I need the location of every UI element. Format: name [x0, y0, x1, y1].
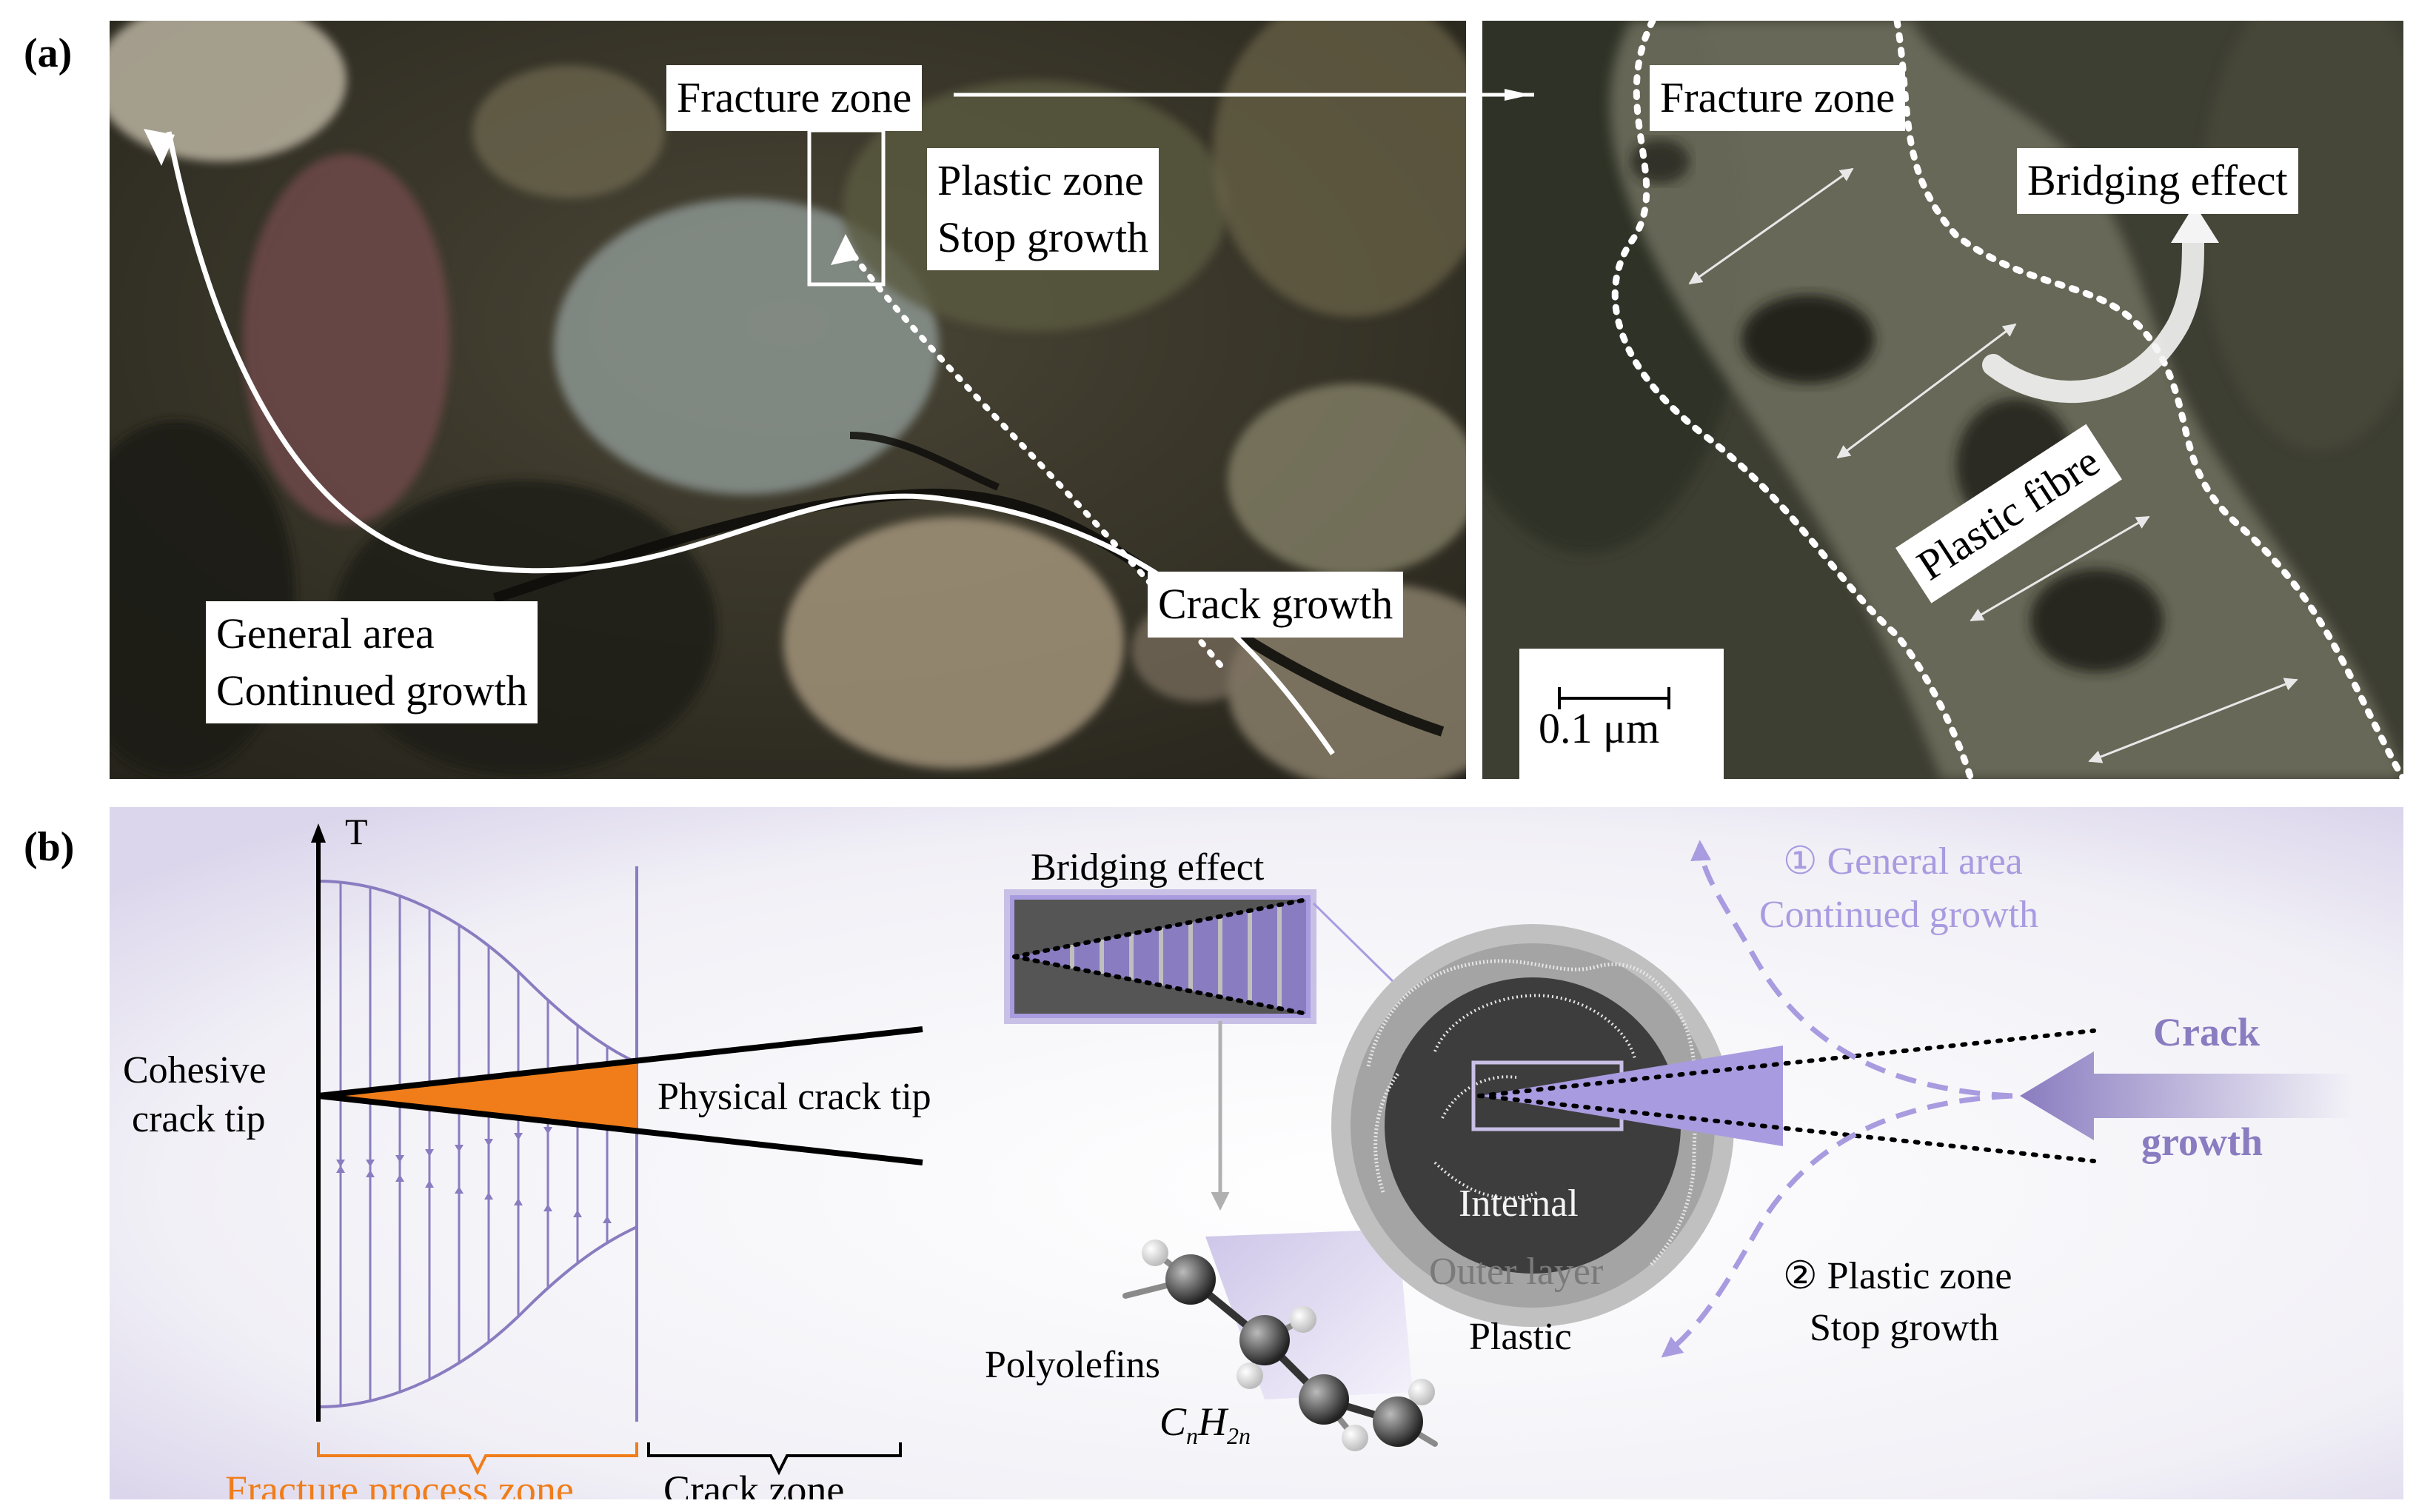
- plastic-label: Plastic: [1469, 1316, 1572, 1358]
- fracture-process-zone-label: Fracture process zone: [225, 1468, 574, 1499]
- formula-label: CnH2n: [1160, 1399, 1251, 1449]
- t-axis-label: T: [345, 811, 368, 852]
- bridging-effect-label: Bridging effect: [2017, 148, 2298, 214]
- left-micrograph-image: [110, 21, 1466, 779]
- panel-b-diagram: T Cohesive crack tip δc Physical crack t…: [110, 807, 2403, 1512]
- crack-growth-label: Crack growth: [1148, 572, 1404, 638]
- panel-a-label: (a): [24, 30, 73, 76]
- general-area-b-label-2: Continued growth: [1759, 894, 2038, 936]
- fibre-orientation-arrow-4: [2088, 678, 2298, 763]
- cohesive-zone-model: [311, 823, 923, 1476]
- crack-label: Crack: [2153, 1010, 2260, 1054]
- fibre-orientation-arrow-2: [1836, 323, 2017, 459]
- general-area-text: General area: [216, 609, 435, 658]
- cohesive-tip-label-1: Cohesive: [123, 1049, 267, 1091]
- plastic-zone-b-label-2: Stop growth: [1810, 1307, 1999, 1349]
- scale-bar-text: 0.1 μm: [1539, 704, 1660, 752]
- stop-growth-text: Stop growth: [937, 213, 1149, 261]
- plastic-zone-text: Plastic zone: [937, 156, 1144, 204]
- bridging-arrowhead: [2171, 204, 2219, 243]
- left-fracture-zone-label: Fracture zone: [666, 65, 923, 131]
- stop-growth-arrowhead: [831, 234, 859, 265]
- right-micrograph-image: [1482, 21, 2403, 779]
- fracture-process-zone-wedge: [318, 1063, 637, 1129]
- bridging-curved-arrow: [1982, 232, 2204, 404]
- fracture-process-zone-brace: [317, 1442, 638, 1476]
- fibre-boundary-right: [1893, 21, 2403, 779]
- crack-wedge: [1477, 840, 2353, 1358]
- plastic-zone-label: Plastic zone Stop growth: [927, 148, 1160, 271]
- physical-tip-label: Physical crack tip: [657, 1076, 931, 1118]
- panel-b-label: (b): [24, 824, 75, 870]
- crack-growth-arrow: [2020, 1051, 2353, 1140]
- general-area-b-label-1: ① General area: [1783, 840, 2023, 883]
- polyolefins-label: Polyolefins: [985, 1344, 1160, 1386]
- crack-zone-label: Crack zone: [663, 1468, 844, 1499]
- stop-growth-dashed-path: [1661, 1093, 2013, 1358]
- continued-growth-arrowhead: [144, 129, 175, 166]
- delta-c-label: δc: [588, 1079, 614, 1122]
- crack-zone-brace: [647, 1442, 902, 1476]
- fibre-orientation-arrow-1: [1688, 167, 1854, 285]
- bridging-effect-b-label: Bridging effect: [1031, 846, 1265, 889]
- plastic-particle: [1331, 924, 1734, 1327]
- cohesive-tip-label-2: crack tip: [132, 1098, 265, 1140]
- panel-b-svg: T Cohesive crack tip δc Physical crack t…: [110, 807, 2403, 1512]
- growth-label: growth: [2141, 1120, 2263, 1164]
- fibre-orientation-arrow-3: [1970, 515, 2150, 622]
- bridging-inset: [1004, 889, 1477, 1211]
- right-fracture-zone-label: Fracture zone: [1650, 65, 1906, 131]
- continued-growth-text: Continued growth: [216, 666, 528, 715]
- right-micrograph: [1482, 21, 2403, 779]
- plastic-zone-b-label-1: ② Plastic zone: [1783, 1255, 2012, 1297]
- left-micrograph: [110, 21, 1466, 779]
- fibre-boundary-left: [1611, 21, 1975, 779]
- general-area-label: General area Continued growth: [206, 601, 538, 724]
- continued-growth-dashed-path: [1690, 840, 2013, 1099]
- scale-bar-box: [1519, 649, 1724, 779]
- outer-layer-label: Outer layer: [1429, 1251, 1603, 1293]
- polyolefin-molecule: [1122, 1229, 1438, 1451]
- stop-growth-path: [847, 247, 1223, 668]
- internal-label: Internal: [1459, 1182, 1579, 1225]
